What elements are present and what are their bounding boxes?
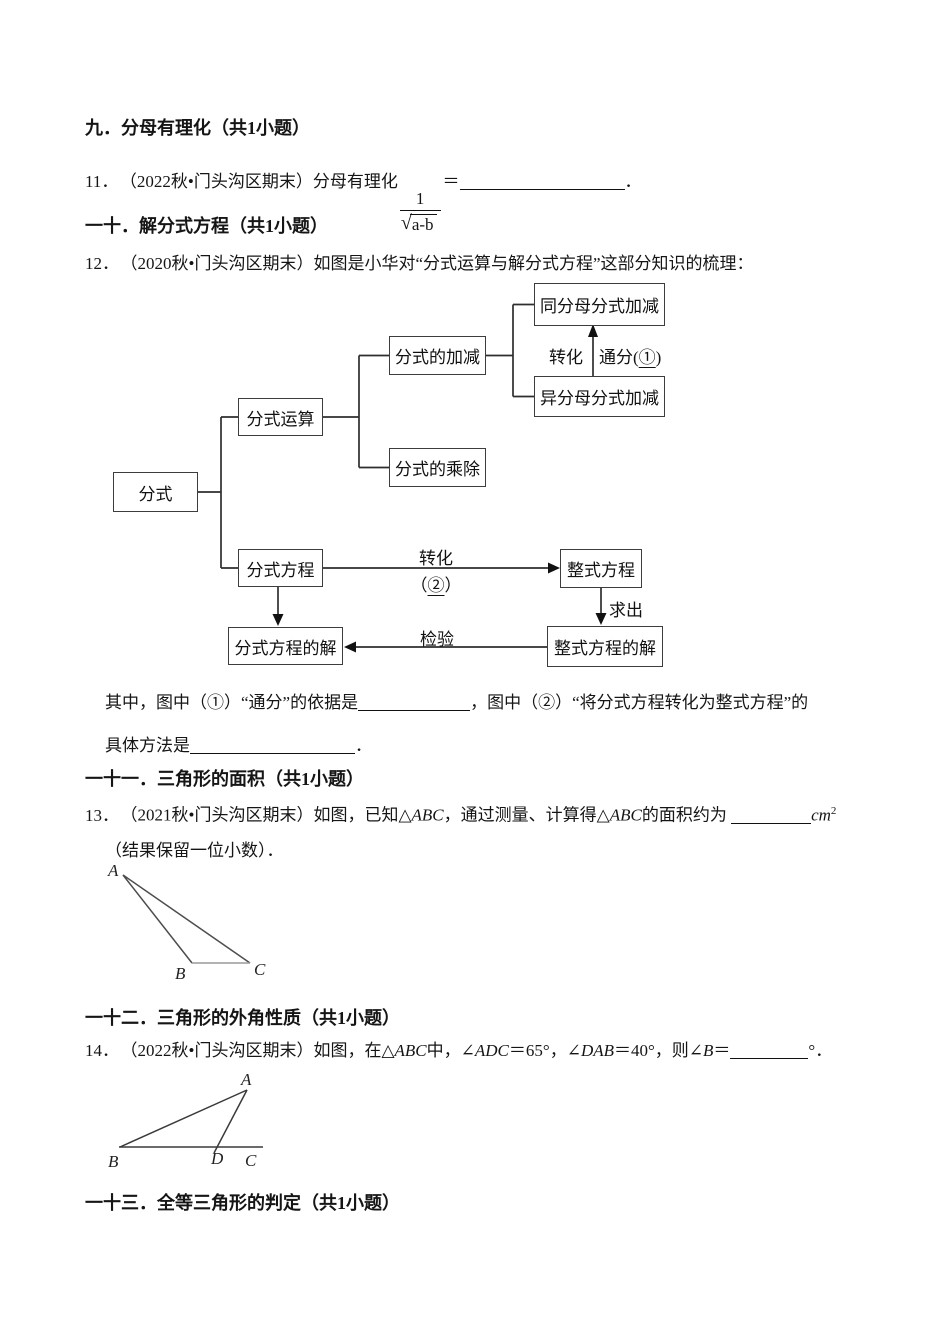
question-12-followup-line2: 具体方法是． (105, 736, 372, 755)
arrowhead-down2-icon (272, 614, 284, 626)
edge-ab (122, 874, 193, 964)
vertex-label-d: D (210, 1149, 224, 1168)
vertex-label-c: C (245, 1151, 257, 1170)
connector-jiajian-branch (486, 303, 534, 398)
label-qiuchu: 求出 (609, 601, 643, 620)
label-circle2: （②） (410, 576, 462, 595)
edge-ac (122, 874, 251, 964)
question-12-number: 12． (85, 254, 119, 273)
sqrt-radicand: a-b (409, 213, 437, 235)
triangle-name: ABC (609, 805, 642, 825)
question-14: 14．（2022秋•门头沟区期末）如图，在△ABC中，∠ADC＝65°，∠DAB… (85, 1041, 833, 1060)
question-14-number: 14． (85, 1041, 119, 1060)
section-heading-13: 一十三．全等三角形的判定（共1小题） (85, 1193, 400, 1213)
answer-blank (358, 708, 471, 711)
label-zhuanhua-horizontal: 转化 (419, 549, 453, 568)
answer-blank (731, 821, 812, 824)
label-zhuanhua-vertical: 转化 (549, 348, 583, 367)
connector-yunsuan-branch (323, 354, 389, 469)
answer-blank (190, 751, 355, 754)
arrowhead-up-icon (588, 324, 598, 337)
question-11-text: （2022秋•门头沟区期末）分母有理化 (128, 172, 398, 191)
triangle-abd-figure: A B D C (108, 1070, 263, 1171)
triangle-abc-figure: A B C (107, 861, 266, 983)
question-13-note: （结果保留一位小数）． (105, 841, 284, 860)
question-12: 12． （2020秋•门头沟区期末）如图是小华对“分式运算与解分式方程”这部分知识… (85, 252, 754, 276)
section-heading-9: 九．分母有理化（共1小题） (85, 118, 310, 138)
circled-1: ① (638, 348, 656, 367)
knowledge-flowchart: 分式 分式运算 分式的加减 同分母分式加减 异分母分式加减 分式的乘除 分式方程… (105, 278, 680, 673)
vertex-label-a: A (107, 861, 119, 880)
flowchart-box-zhengshi-jie: 整式方程的解 (547, 626, 663, 667)
flowchart-box-jiajian: 分式的加减 (389, 336, 486, 375)
flowchart-box-chengchu: 分式的乘除 (389, 448, 486, 487)
unit-cm: cm (811, 805, 831, 825)
equals-sign: ＝ (442, 172, 460, 191)
flowchart-box-fangcheng: 分式方程 (238, 549, 323, 587)
flowchart-box-zhengshi: 整式方程 (560, 549, 642, 588)
arrowhead-left-icon (344, 641, 356, 653)
flowchart-box-yunsuan: 分式运算 (238, 398, 323, 436)
section-heading-12: 一十二．三角形的外角性质（共1小题） (85, 1008, 400, 1028)
period: ． (624, 172, 642, 191)
question-13: 13．（2021秋•门头沟区期末）如图，已知△ABC，通过测量、计算得△ABC的… (85, 805, 837, 825)
fraction-denominator: √a-b (399, 209, 441, 235)
circled-2: ② (427, 576, 445, 595)
vertex-label-c: C (254, 960, 266, 979)
fraction: 1√a-b (399, 189, 441, 235)
label-tongfen: 通分(①) (599, 348, 662, 367)
question-11-number: 11． (85, 172, 119, 191)
edge-ba (119, 1089, 248, 1148)
flowchart-connectors (198, 303, 607, 653)
question-12-followup-line1: 其中，图中（①）“通分”的依据是，图中（②）“将分式方程转化为整式方程”的 (105, 693, 809, 712)
question-13-number: 13． (85, 805, 119, 825)
arrowhead-right-icon (548, 562, 560, 574)
connector-fenshi-branch (198, 416, 238, 569)
section-heading-11: 一十一．三角形的面积（共1小题） (85, 769, 364, 789)
flowchart-box-fangcheng-jie: 分式方程的解 (228, 627, 343, 665)
vertex-label-a: A (240, 1070, 252, 1089)
arrowhead-down-icon (595, 613, 607, 625)
question-12-text: （2020秋•门头沟区期末）如图是小华对“分式运算与解分式方程”这部分知识的梳理… (129, 254, 754, 273)
answer-blank (459, 187, 625, 190)
section-heading-10: 一十．解分式方程（共1小题） (85, 216, 328, 236)
vertex-label-b: B (175, 964, 186, 983)
fraction-numerator: 1 (415, 189, 425, 208)
edge-ad (213, 1089, 248, 1154)
vertex-label-b: B (108, 1152, 119, 1171)
sqrt-sign: √ (400, 211, 412, 234)
triangle-name: ABC (411, 805, 444, 825)
flowchart-box-yifenmu: 异分母分式加减 (534, 376, 665, 417)
unit-exponent: 2 (830, 805, 837, 817)
flowchart-box-tongfenmu: 同分母分式加减 (534, 283, 665, 326)
label-jianyan: 检验 (420, 630, 454, 649)
flowchart-box-fenshi: 分式 (113, 472, 198, 512)
answer-blank (730, 1056, 809, 1059)
